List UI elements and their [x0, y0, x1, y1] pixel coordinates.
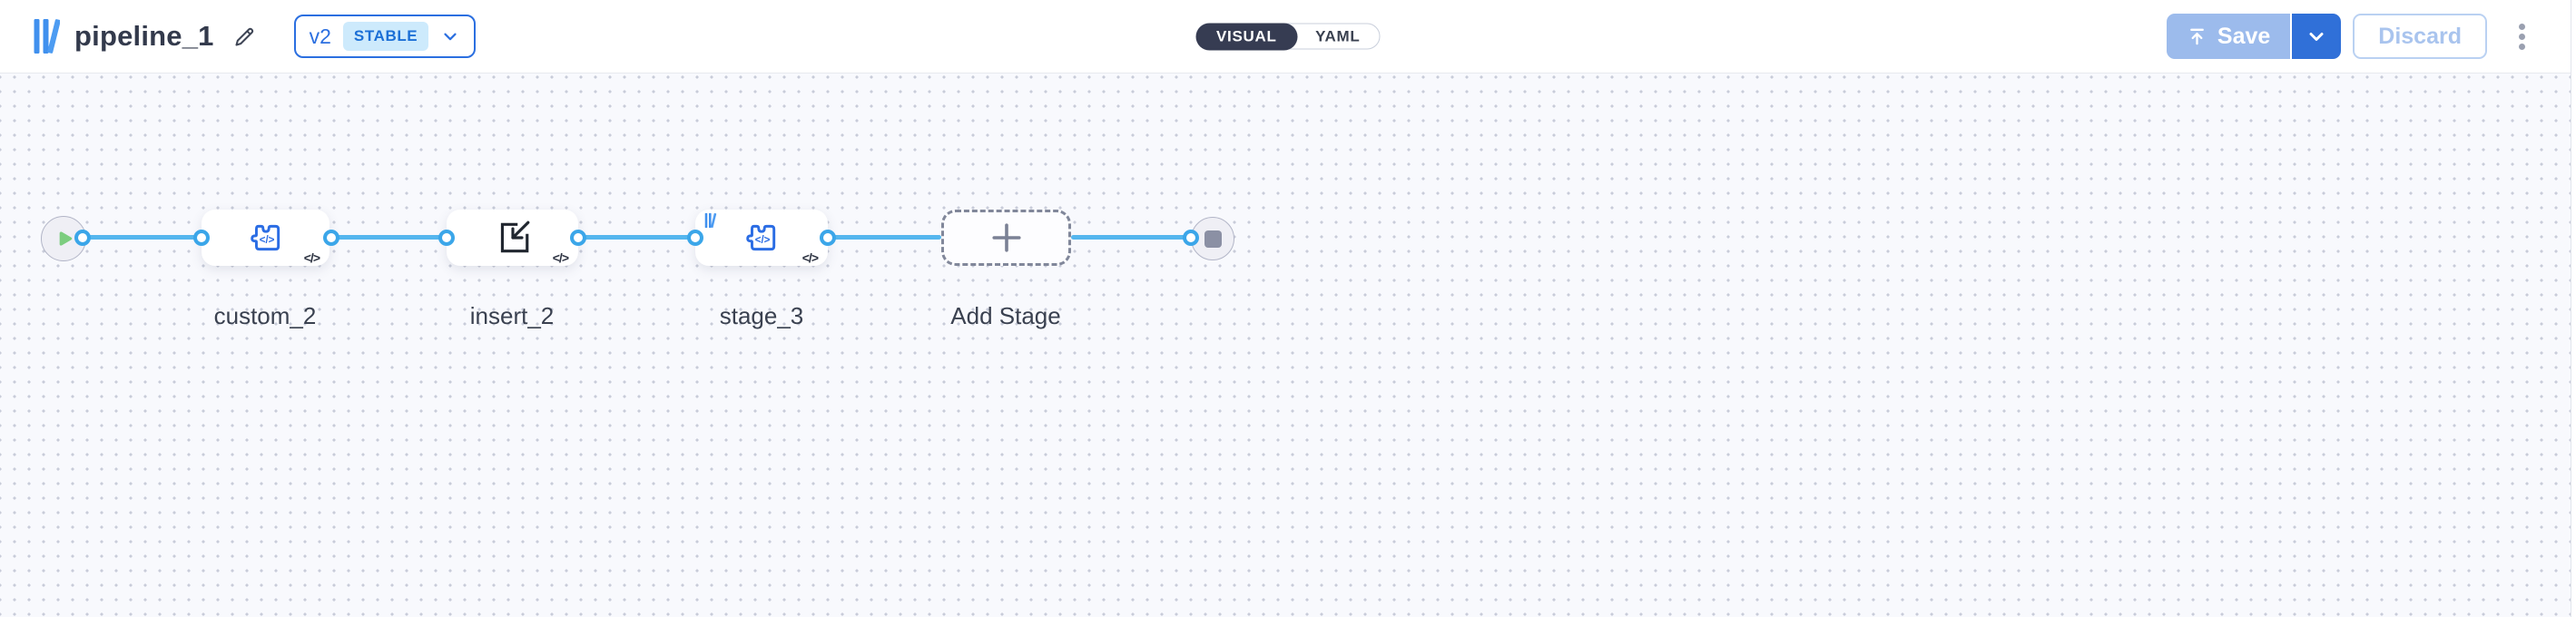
stage-label: stage_3: [719, 302, 804, 329]
kebab-dot: [2518, 33, 2525, 40]
chevron-down-icon: [2309, 33, 2324, 41]
tab-visual[interactable]: VISUAL: [1195, 23, 1298, 50]
header-actions: Save Discard: [2166, 14, 2576, 59]
save-split-button: Save: [2166, 14, 2342, 59]
tab-yaml[interactable]: YAML: [1315, 27, 1361, 44]
header: pipeline_1 v2 STABLE VISUAL YAML: [0, 0, 2576, 73]
version-selector[interactable]: v2 STABLE: [293, 15, 477, 58]
upload-icon: [2190, 28, 2204, 44]
version-status-badge: STABLE: [342, 22, 429, 51]
svg-text:</>: </>: [259, 235, 274, 246]
stage-node-insert_2[interactable]: </>: [447, 210, 578, 266]
svg-text:</>: </>: [755, 235, 771, 246]
port-insert2-out[interactable]: [570, 230, 586, 246]
save-label: Save: [2217, 23, 2271, 49]
header-left: pipeline_1 v2 STABLE: [0, 15, 477, 58]
code-glyph: </>: [801, 250, 819, 265]
edge-stage3-addstage: [828, 235, 941, 240]
edge-insert2-stage3: [578, 235, 695, 240]
edge-start-custom2: [83, 235, 202, 240]
edit-pencil-icon[interactable]: [232, 24, 258, 49]
more-options-button[interactable]: [2509, 14, 2534, 59]
port-custom2-in[interactable]: [193, 230, 210, 246]
save-button[interactable]: Save: [2166, 14, 2291, 59]
port-end-in[interactable]: [1183, 230, 1199, 246]
port-start-out[interactable]: [74, 230, 91, 246]
kebab-dot: [2518, 43, 2525, 50]
kebab-dot: [2518, 23, 2525, 30]
port-insert2-in[interactable]: [438, 230, 455, 246]
edge-custom2-insert2: [331, 235, 447, 240]
function-code-icon: </>: [250, 224, 280, 251]
pipeline-title: pipeline_1: [74, 20, 214, 52]
version-label: v2: [309, 24, 331, 48]
stage-label: insert_2: [469, 302, 555, 329]
port-stage3-out[interactable]: [820, 230, 836, 246]
edge-addstage-end: [1071, 235, 1191, 240]
stage-node-stage_3[interactable]: </> </>: [695, 210, 828, 266]
add-stage-button[interactable]: [941, 210, 1071, 266]
discard-button[interactable]: Discard: [2353, 14, 2487, 59]
code-glyph: </>: [303, 250, 320, 265]
insert-icon: [500, 220, 529, 253]
app-logo-icon: [34, 19, 60, 54]
add-stage-label: Add Stage: [950, 302, 1061, 329]
port-custom2-out[interactable]: [323, 230, 339, 246]
port-stage3-in[interactable]: [687, 230, 703, 246]
code-glyph: </>: [552, 250, 569, 265]
save-options-button[interactable]: [2290, 14, 2342, 59]
stage-node-custom_2[interactable]: </> </>: [202, 210, 329, 266]
pack-icon: [704, 212, 717, 229]
function-code-icon: </>: [746, 224, 776, 251]
play-icon: [59, 231, 73, 246]
plus-icon: [991, 223, 1021, 252]
stop-icon: [1204, 230, 1222, 248]
stage-label: custom_2: [213, 302, 317, 329]
chevron-down-icon: [444, 33, 457, 41]
pipeline-canvas[interactable]: </> </> </> </> </>: [0, 73, 2576, 617]
scrollbar-track[interactable]: [2571, 0, 2576, 617]
view-mode-toggle: VISUAL YAML: [1195, 23, 1381, 50]
